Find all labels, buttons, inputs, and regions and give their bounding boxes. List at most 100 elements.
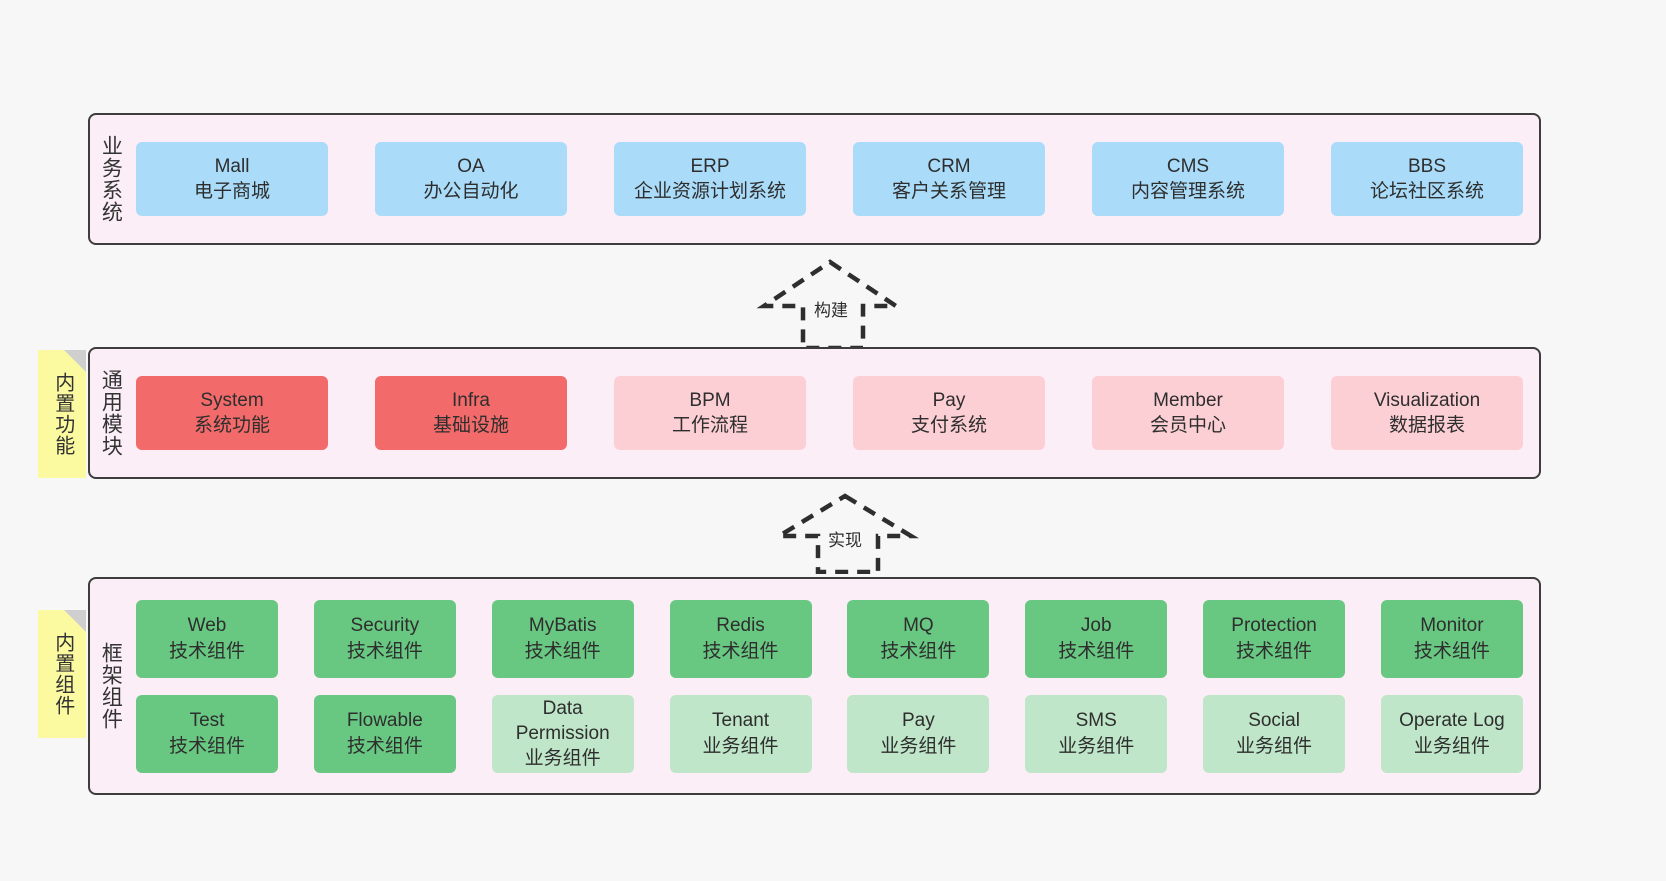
node-bbs[interactable]: BBS 论坛社区系统	[1331, 142, 1523, 216]
node-title: CMS	[1166, 155, 1210, 177]
node-subtitle: 技术组件	[346, 735, 423, 757]
node-subtitle: 办公自动化	[423, 181, 519, 202]
node-subtitle: 业务组件	[1058, 735, 1135, 757]
layer-label-framework-component: 框架组件	[99, 642, 123, 730]
note-builtin-component: 内置组件	[38, 610, 86, 738]
node-subtitle: 技术组件	[168, 735, 245, 757]
node-member[interactable]: Member 会员中心	[1092, 376, 1284, 450]
node-row: Web 技术组件 Security 技术组件 MyBatis 技术组件 Redi…	[136, 599, 1523, 678]
node-title: Redis	[716, 615, 765, 637]
node-subtitle: 基础设施	[432, 415, 509, 436]
implement-arrow-icon	[770, 493, 920, 575]
node-protection[interactable]: Protection 技术组件	[1203, 599, 1346, 678]
node-subtitle: 业务组件	[1413, 735, 1490, 757]
node-test[interactable]: Test 技术组件	[136, 694, 278, 773]
node-tenant[interactable]: Tenant 业务组件	[669, 694, 812, 773]
node-crm[interactable]: CRM 客户关系管理	[853, 142, 1045, 216]
node-title: MyBatis	[528, 615, 597, 637]
node-cms[interactable]: CMS 内容管理系统	[1092, 142, 1284, 216]
node-subtitle: 技术组件	[1413, 640, 1490, 662]
node-subtitle: 会员中心	[1149, 415, 1226, 436]
node-mybatis[interactable]: MyBatis 技术组件	[491, 599, 634, 678]
layer-framework-component: 框架组件 Web 技术组件 Security 技术组件 MyBatis 技术组件…	[88, 577, 1541, 795]
node-title: BBS	[1407, 155, 1447, 177]
node-subtitle: 业务组件	[524, 748, 601, 770]
node-pay-business[interactable]: Pay 业务组件	[847, 694, 990, 773]
node-subtitle: 电子商城	[193, 181, 270, 202]
layer-body-framework-component: Web 技术组件 Security 技术组件 MyBatis 技术组件 Redi…	[130, 579, 1539, 793]
note-text: 内置组件	[51, 632, 74, 716]
node-data-permission[interactable]: Data Permission 业务组件	[491, 694, 634, 773]
node-title: Protection	[1231, 615, 1317, 637]
node-title: Visualization	[1373, 389, 1481, 411]
node-title: BPM	[689, 389, 731, 411]
node-title: MQ	[903, 615, 934, 637]
connector-implement: 实现	[770, 492, 920, 575]
node-subtitle: 技术组件	[880, 640, 957, 662]
node-flowable[interactable]: Flowable 技术组件	[313, 694, 456, 773]
node-subtitle: 系统功能	[193, 415, 270, 436]
node-erp[interactable]: ERP 企业资源计划系统	[614, 142, 806, 216]
node-mq[interactable]: MQ 技术组件	[847, 599, 990, 678]
node-title: Mall	[214, 155, 250, 177]
node-title: Test	[189, 710, 225, 732]
node-subtitle: 客户关系管理	[891, 181, 1006, 202]
node-title: Pay	[932, 389, 966, 411]
node-subtitle: 数据报表	[1388, 415, 1465, 436]
connector-label: 构建	[814, 301, 848, 320]
node-title: Social	[1248, 710, 1300, 732]
node-title: Security	[350, 615, 420, 637]
node-sms[interactable]: SMS 业务组件	[1025, 694, 1168, 773]
node-social[interactable]: Social 业务组件	[1203, 694, 1346, 773]
node-security[interactable]: Security 技术组件	[313, 599, 456, 678]
node-title: Monitor	[1420, 615, 1484, 637]
node-visualization[interactable]: Visualization 数据报表	[1331, 376, 1523, 450]
node-subtitle: 技术组件	[168, 640, 245, 662]
node-subtitle: 技术组件	[1058, 640, 1135, 662]
note-text: 内置功能	[51, 372, 74, 456]
layer-body-common-module: System 系统功能 Infra 基础设施 BPM 工作流程 Pay 支付系统…	[130, 349, 1539, 477]
node-mall[interactable]: Mall 电子商城	[136, 142, 328, 216]
node-title: Tenant	[712, 710, 770, 732]
node-bpm[interactable]: BPM 工作流程	[614, 376, 806, 450]
node-oa[interactable]: OA 办公自动化	[375, 142, 567, 216]
node-operate-log[interactable]: Operate Log 业务组件	[1380, 694, 1523, 773]
node-subtitle: 业务组件	[702, 735, 779, 757]
node-system[interactable]: System 系统功能	[136, 376, 328, 450]
node-title: CRM	[927, 155, 971, 177]
connector-build: 构建	[755, 258, 905, 351]
node-subtitle: 技术组件	[524, 640, 601, 662]
node-subtitle: 工作流程	[671, 415, 748, 436]
layer-common-module: 通用模块 System 系统功能 Infra 基础设施 BPM 工作流程 Pay…	[88, 347, 1541, 479]
node-title: SMS	[1075, 710, 1117, 732]
node-subtitle: 支付系统	[910, 415, 987, 436]
node-title: Data Permission	[515, 697, 610, 744]
node-title: Operate Log	[1399, 710, 1505, 732]
node-subtitle: 技术组件	[1236, 640, 1313, 662]
layer-business-system: 业务系统 Mall 电子商城 OA 办公自动化 ERP 企业资源计划系统 CRM…	[88, 113, 1541, 245]
node-web[interactable]: Web 技术组件	[136, 599, 278, 678]
node-row: System 系统功能 Infra 基础设施 BPM 工作流程 Pay 支付系统…	[136, 376, 1523, 450]
node-monitor[interactable]: Monitor 技术组件	[1380, 599, 1523, 678]
node-title: Job	[1080, 615, 1112, 637]
node-title: Flowable	[346, 710, 423, 732]
node-title: OA	[457, 155, 485, 177]
node-title: Infra	[451, 389, 491, 411]
node-infra[interactable]: Infra 基础设施	[375, 376, 567, 450]
node-title: Pay	[902, 710, 935, 732]
node-redis[interactable]: Redis 技术组件	[669, 599, 812, 678]
note-builtin-function: 内置功能	[38, 350, 86, 478]
node-row: Mall 电子商城 OA 办公自动化 ERP 企业资源计划系统 CRM 客户关系…	[136, 142, 1523, 216]
node-title: System	[200, 389, 264, 411]
node-title: Web	[187, 615, 227, 637]
layer-label-common-module: 通用模块	[99, 369, 123, 457]
node-title: Member	[1153, 389, 1223, 411]
node-job[interactable]: Job 技术组件	[1025, 599, 1168, 678]
connector-label: 实现	[828, 531, 862, 550]
layer-label-business-system: 业务系统	[99, 135, 123, 223]
node-pay[interactable]: Pay 支付系统	[853, 376, 1045, 450]
node-subtitle: 业务组件	[1236, 735, 1313, 757]
node-subtitle: 企业资源计划系统	[633, 181, 786, 202]
node-title: ERP	[690, 155, 730, 177]
